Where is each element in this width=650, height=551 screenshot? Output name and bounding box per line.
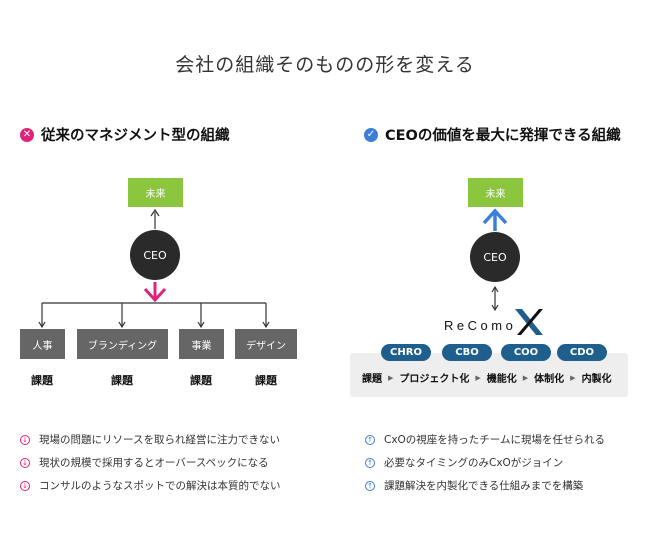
ceo-up-blue-arrowhead: [482, 208, 508, 225]
right-heading-text: CEOの価値を最大に発揮できる組織: [385, 128, 621, 144]
left-ceo-node: CEO: [130, 230, 180, 280]
list-item: ↑ 課題解決を内製化できる仕組みまでを構築: [365, 474, 605, 497]
list-item: ↓ 現状の規模で採用するとオーバースペックになる: [20, 451, 281, 474]
role-chro: CHRO: [381, 344, 431, 361]
arrow-down-circle-icon: ↓: [20, 480, 30, 491]
role-cbo: CBO: [442, 344, 492, 361]
arrow-down-circle-icon: ↓: [20, 457, 30, 468]
ceo-down-pink-arrowhead: [143, 287, 167, 303]
cross-icon: ✕: [20, 127, 34, 142]
left-future-box: 未来: [128, 178, 183, 207]
list-item: ↑ 必要なタイミングのみCxOがジョイン: [365, 451, 605, 474]
arrow-down-circle-icon: ↓: [20, 434, 30, 445]
page-title: 会社の組織そのものの形を変える: [175, 54, 475, 76]
check-icon: ✓: [364, 127, 378, 142]
issue-label: 課題: [190, 374, 212, 387]
play-arrow-icon: ▶: [475, 373, 481, 382]
list-item: ↓ コンサルのようなスポットでの解決は本質的でない: [20, 474, 281, 497]
right-ceo-node: CEO: [470, 232, 520, 282]
recomo-x-logo: [515, 309, 543, 335]
flow-step: 機能化: [486, 374, 517, 385]
right-future-box: 未来: [468, 178, 523, 207]
role-cdo: CDO: [557, 344, 607, 361]
play-arrow-icon: ▶: [522, 373, 529, 382]
arrow-up-circle-icon: ↑: [365, 480, 375, 491]
dept-branding: ブランディング: [77, 329, 168, 359]
recomo-logo-text: ReComo: [444, 318, 517, 333]
issue-label: 課題: [31, 374, 53, 387]
flow-step: 課題: [362, 374, 382, 385]
arrow-up-circle-icon: ↑: [365, 457, 375, 468]
right-points-list: ↑ CxOの視座を持ったチームに現場を任せられる ↑ 必要なタイミングのみCxO…: [365, 428, 605, 497]
right-heading: ✓ CEOの価値を最大に発揮できる組織: [364, 124, 621, 145]
ceo-to-future-arrowhead: [150, 208, 160, 217]
arrow-up-circle-icon: ↑: [365, 434, 375, 445]
dept-design: デザイン: [235, 329, 297, 359]
process-flow: 課題 ▶ プロジェクト化 ▶ 機能化 ▶ 体制化 ▶ 内製化: [362, 370, 612, 386]
left-heading-text: 従来のマネジメント型の組織: [41, 128, 230, 144]
flow-step: 体制化: [534, 374, 565, 385]
dept-business: 事業: [179, 329, 224, 359]
flow-step: プロジェクト化: [399, 374, 470, 385]
left-heading: ✕ 従来のマネジメント型の組織: [20, 124, 230, 145]
role-coo: COO: [501, 344, 551, 361]
play-arrow-icon: ▶: [388, 373, 394, 382]
list-item: ↑ CxOの視座を持ったチームに現場を任せられる: [365, 428, 605, 451]
play-arrow-icon: ▶: [570, 373, 576, 382]
left-points-list: ↓ 現場の問題にリソースを取られ経営に注力できない ↓ 現状の規模で採用するとオ…: [20, 428, 281, 497]
dept-hr: 人事: [20, 329, 65, 359]
list-item: ↓ 現場の問題にリソースを取られ経営に注力できない: [20, 428, 281, 451]
flow-step: 内製化: [581, 374, 612, 385]
issue-label: 課題: [111, 374, 133, 387]
issue-label: 課題: [255, 374, 277, 387]
